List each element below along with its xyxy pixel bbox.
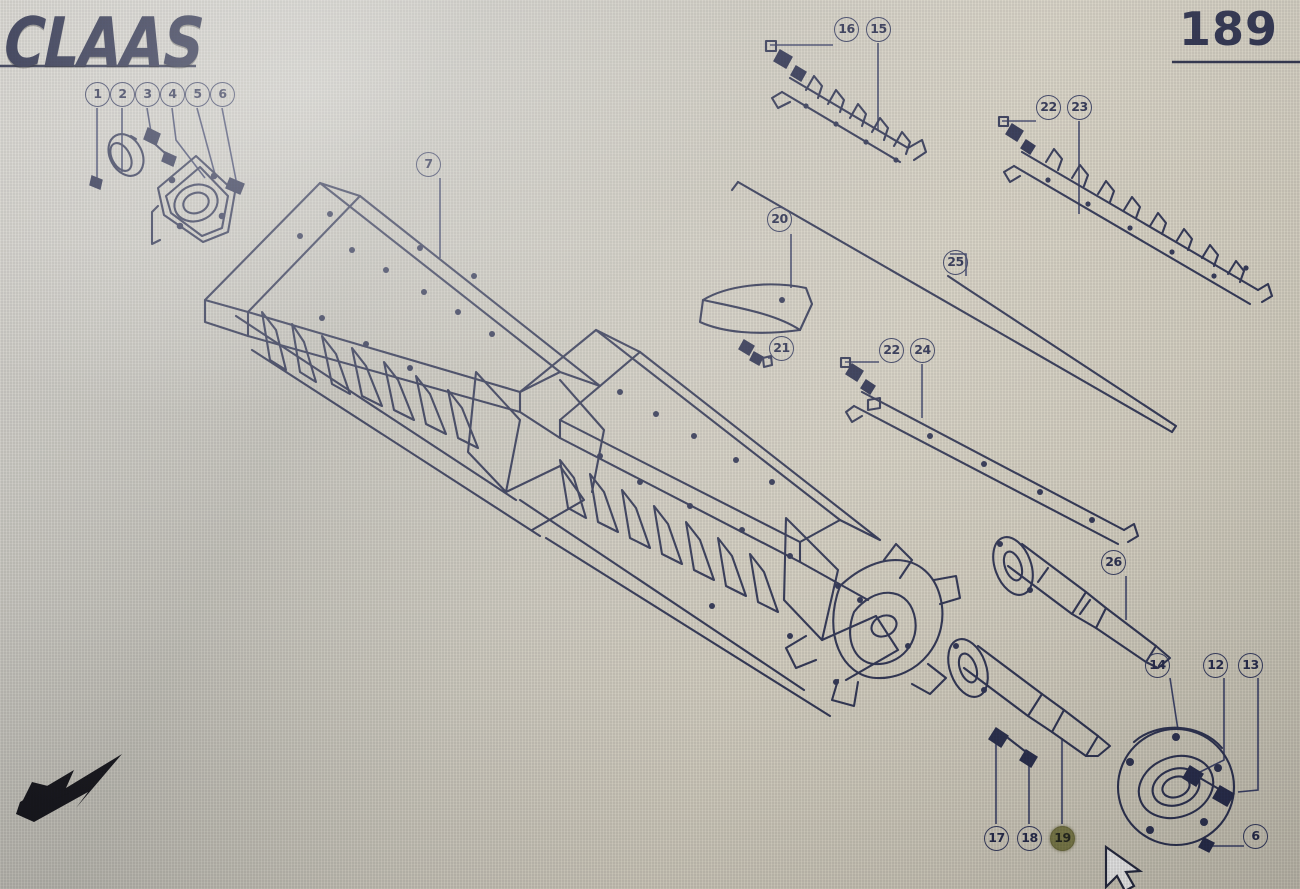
callout-21[interactable]: 21 [769,336,794,361]
callout-26[interactable]: 26 [1101,550,1126,575]
callout-1[interactable]: 1 [85,82,110,107]
lower-shaft-assembly [947,638,1112,824]
callout-16[interactable]: 16 [834,17,859,42]
rotor-drum-body [203,181,882,718]
wheel-hub-assembly [1116,677,1259,853]
callout-18[interactable]: 18 [1017,826,1042,851]
callout-23[interactable]: 23 [1067,95,1092,120]
callout-6[interactable]: 6 [1243,824,1268,849]
callout-6[interactable]: 6 [210,82,235,107]
upper-knife-bar [764,39,928,164]
callout-20[interactable]: 20 [767,207,792,232]
claas-logo: CLAAS [2,4,205,84]
callout-13[interactable]: 13 [1238,653,1263,678]
callout-19-selected[interactable]: 19 [1050,826,1075,851]
scraper-plate [698,234,814,369]
callout-15[interactable]: 15 [866,17,891,42]
mouse-cursor-icon [1104,844,1144,889]
upper-shaft-assembly [992,536,1172,670]
lower-bar [839,356,1140,546]
callout-12[interactable]: 12 [1203,653,1228,678]
callout-22[interactable]: 22 [879,338,904,363]
rotor-flails [260,310,780,614]
bearing-housing-assembly [89,107,245,246]
callout-25[interactable]: 25 [943,250,968,275]
long-thin-bar [730,180,1178,434]
callout-17[interactable]: 17 [984,826,1009,851]
direction-arrow-icon [16,754,122,822]
callout-14[interactable]: 14 [1145,653,1170,678]
callout-5[interactable]: 5 [185,82,210,107]
callout-3[interactable]: 3 [135,82,160,107]
callout-4[interactable]: 4 [160,82,185,107]
page-number: 189 [1178,2,1278,56]
rotor-end-paddles [466,370,962,708]
callout-24[interactable]: 24 [910,338,935,363]
callout-2[interactable]: 2 [110,82,135,107]
callout-7[interactable]: 7 [416,152,441,177]
callout-22[interactable]: 22 [1036,95,1061,120]
right-knife-bar [997,115,1274,306]
